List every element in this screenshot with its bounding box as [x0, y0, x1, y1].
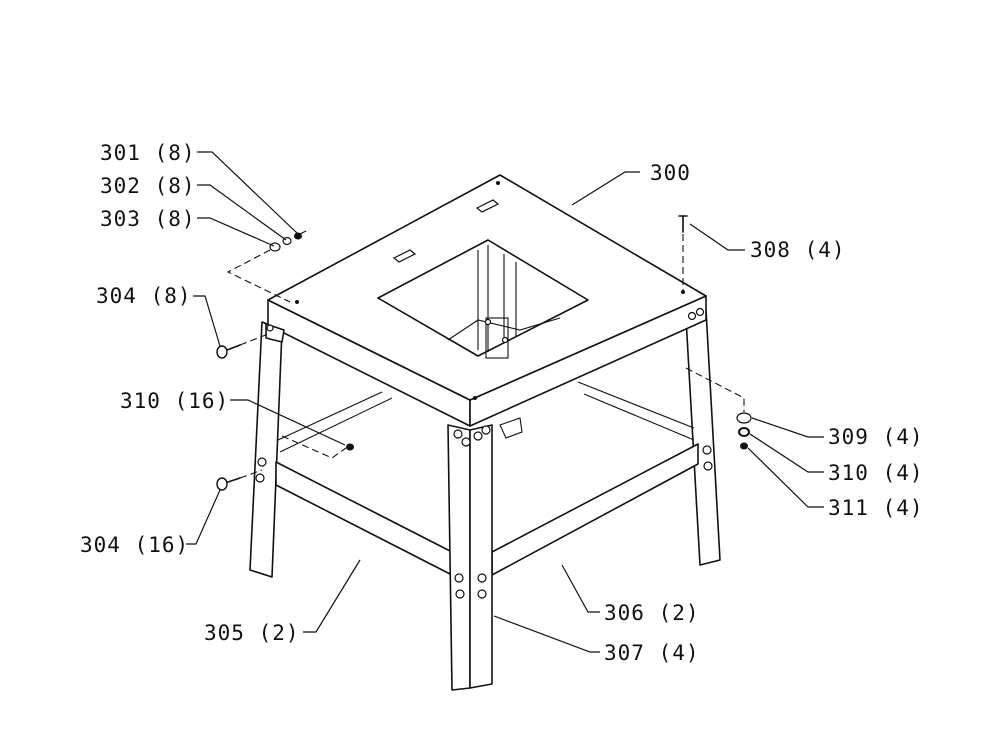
- lower-rail-front-right: [491, 443, 699, 576]
- hardware-301-303: [226, 228, 311, 303]
- bolt-304-upper: [216, 333, 269, 359]
- label-310-outer: 310 (4): [828, 461, 924, 485]
- part-labels: 301 (8) 302 (8) 303 (8) 304 (8) 310 (16)…: [80, 141, 924, 665]
- front-corner-right-leg: [687, 307, 705, 321]
- nut-310-inner: [281, 435, 354, 459]
- table-top-300: [267, 174, 707, 439]
- label-306: 306 (2): [604, 601, 700, 625]
- label-304-upper: 304 (8): [96, 284, 192, 308]
- label-308: 308 (4): [750, 238, 846, 262]
- leader-lines: [186, 151, 824, 653]
- label-300: 300: [650, 161, 691, 185]
- front-left-leg-307: [447, 424, 493, 691]
- lower-rail-front-left: [275, 461, 453, 576]
- hardware-309-311: [685, 367, 752, 450]
- lower-rail-back-right: [577, 381, 695, 441]
- bolt-304-lower: [216, 469, 263, 491]
- back-right-leg: [685, 309, 721, 566]
- lower-rail-back-left: [277, 391, 393, 453]
- label-302: 302 (8): [100, 174, 196, 198]
- label-307: 307 (4): [604, 641, 700, 665]
- label-304-lower: 304 (16): [80, 533, 189, 557]
- label-305: 305 (2): [204, 621, 300, 645]
- label-301: 301 (8): [100, 141, 196, 165]
- label-311: 311 (4): [828, 496, 924, 520]
- label-309: 309 (4): [828, 425, 924, 449]
- front-corner-left-leg: [265, 323, 285, 343]
- label-303: 303 (8): [100, 207, 196, 231]
- back-left-leg: [249, 321, 283, 578]
- label-310-inner: 310 (16): [120, 389, 229, 413]
- screw-308: [678, 215, 688, 290]
